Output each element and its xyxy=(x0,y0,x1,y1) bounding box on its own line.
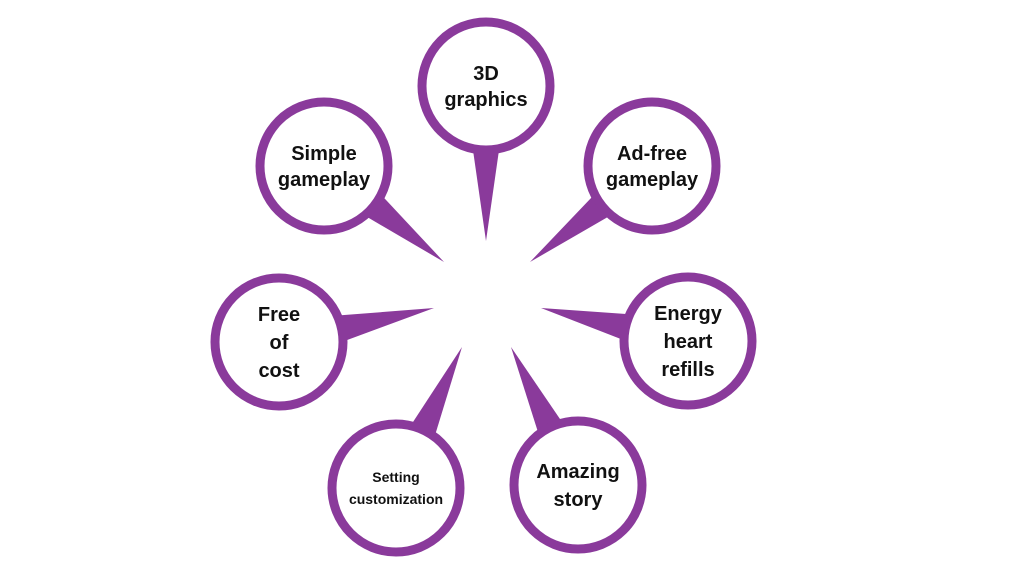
node-label: Free of cost xyxy=(258,304,300,382)
node-label-line: Simple xyxy=(291,143,357,165)
node-circle xyxy=(210,273,348,411)
pointer-wedge xyxy=(511,347,561,431)
pointer-wedge xyxy=(530,197,608,262)
node-label: Simple gameplay xyxy=(278,143,371,191)
pointer-wedge xyxy=(473,152,499,241)
node-label-line: Setting xyxy=(372,469,419,485)
node-label-line: gameplay xyxy=(606,169,699,191)
node-circle xyxy=(255,97,393,235)
node-label-line: Free xyxy=(258,304,300,326)
node-label-line: 3D xyxy=(473,63,499,85)
node-label-line: cost xyxy=(258,360,299,382)
node-label: Amazing story xyxy=(536,461,619,511)
node-ad-free-gameplay: Ad-free gameplay xyxy=(530,97,721,262)
node-label-line: gameplay xyxy=(278,169,371,191)
node-simple-gameplay: Simple gameplay xyxy=(255,97,444,262)
node-setting-customization: Setting customization xyxy=(327,347,465,557)
node-circle xyxy=(619,272,757,410)
node-label-line: heart xyxy=(664,331,713,353)
node-label: Setting customization xyxy=(349,469,443,507)
pointer-wedge xyxy=(367,197,444,262)
pointer-wedge xyxy=(541,308,627,339)
node-free-of-cost: Free of cost xyxy=(210,273,434,411)
node-label-line: graphics xyxy=(444,89,527,111)
node-label-line: Ad-free xyxy=(617,143,687,165)
node-3d-graphics: 3D graphics xyxy=(417,17,555,241)
node-energy-heart-refills: Energy heart refills xyxy=(541,272,757,410)
node-label-line: story xyxy=(554,489,604,511)
node-label: 3D graphics xyxy=(444,63,527,111)
node-label-line: customization xyxy=(349,491,443,507)
node-label-line: refills xyxy=(661,359,714,381)
node-circle xyxy=(583,97,721,235)
node-label-line: Amazing xyxy=(536,461,619,483)
node-amazing-story: Amazing story xyxy=(509,347,647,554)
node-label-line: Energy xyxy=(654,303,723,325)
node-label-line: of xyxy=(270,332,289,354)
pointer-wedge xyxy=(341,308,434,341)
node-circle xyxy=(327,419,465,557)
node-label: Ad-free gameplay xyxy=(606,143,699,191)
node-circle xyxy=(509,416,647,554)
pointer-wedge xyxy=(412,347,462,434)
node-label: Energy heart refills xyxy=(654,303,723,381)
node-circle xyxy=(417,17,555,155)
